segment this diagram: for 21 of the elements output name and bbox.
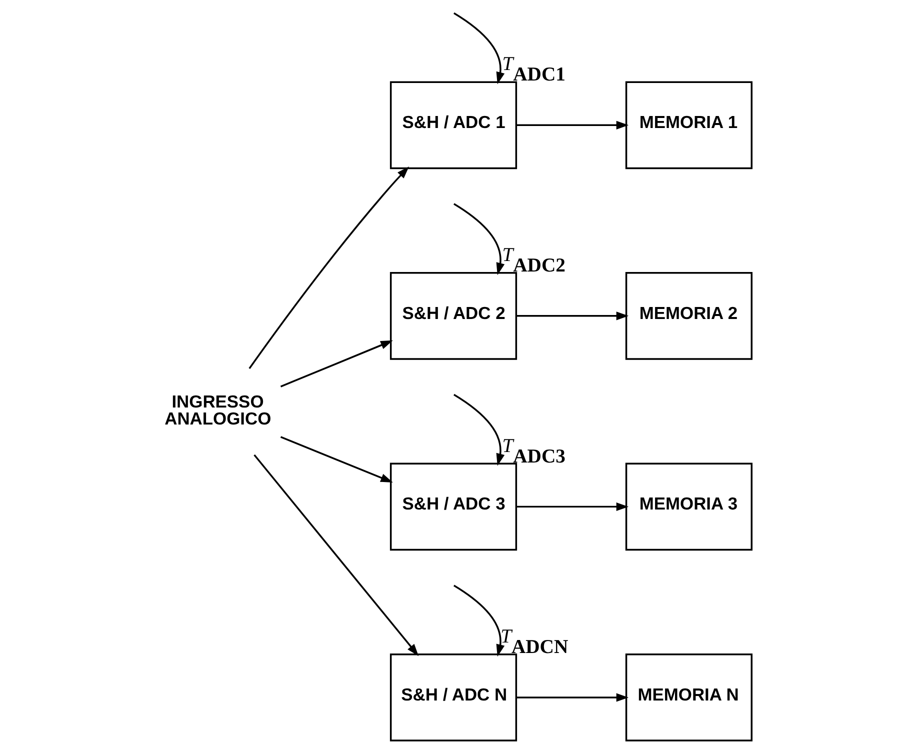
arrow xyxy=(452,12,504,84)
node-box: S&H / ADC 1 xyxy=(389,81,517,170)
arrow xyxy=(452,584,504,657)
arrow xyxy=(452,394,504,466)
node-box: MEMORIA N xyxy=(624,654,752,742)
node-box: S&H / ADC 3 xyxy=(389,462,517,551)
node-text: INGRESSO ANALOGICO xyxy=(164,391,271,429)
arrow xyxy=(516,502,628,511)
arrow xyxy=(280,436,392,482)
node-box: MEMORIA 2 xyxy=(624,272,752,360)
node-box: S&H / ADC N xyxy=(389,654,517,742)
arrow xyxy=(516,693,628,702)
arrow xyxy=(516,312,628,320)
arrow xyxy=(516,120,628,130)
arrow xyxy=(280,340,392,388)
arrow xyxy=(248,166,409,369)
arrow xyxy=(452,203,504,276)
node-box: MEMORIA 1 xyxy=(624,81,752,170)
node-box: MEMORIA 3 xyxy=(624,462,752,551)
node-box: S&H / ADC 2 xyxy=(389,272,517,360)
arrow xyxy=(253,454,418,656)
